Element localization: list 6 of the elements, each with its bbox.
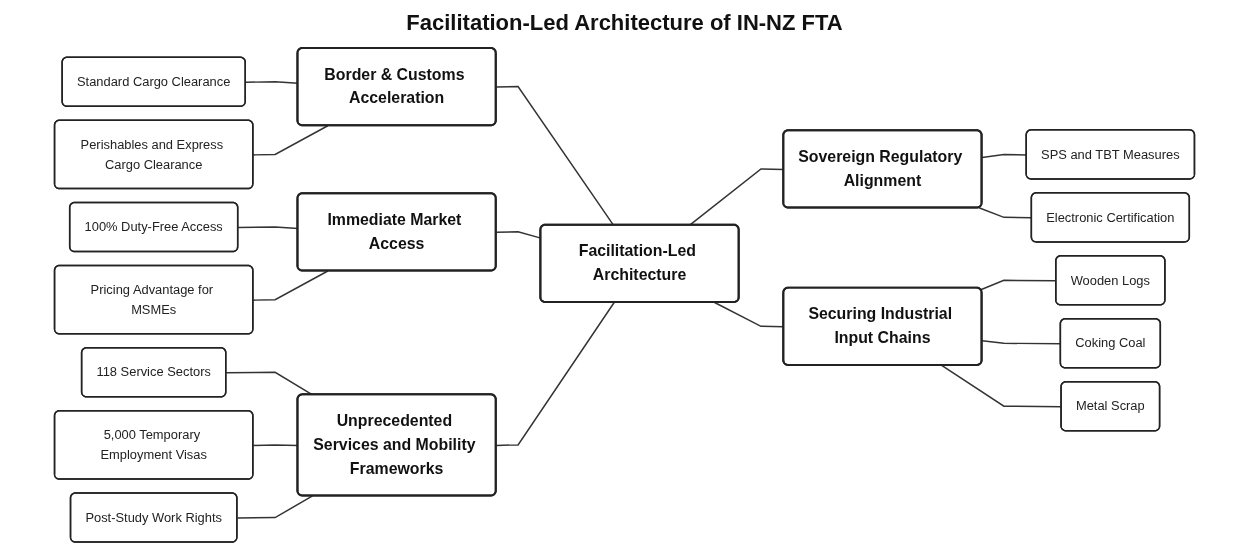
connector bbox=[495, 301, 615, 447]
connector bbox=[495, 85, 615, 226]
connector bbox=[252, 270, 329, 301]
diagram-title: Facilitation-Led Architecture of IN-NZ FTA bbox=[406, 10, 843, 36]
connector bbox=[252, 125, 329, 156]
connector bbox=[236, 495, 314, 519]
